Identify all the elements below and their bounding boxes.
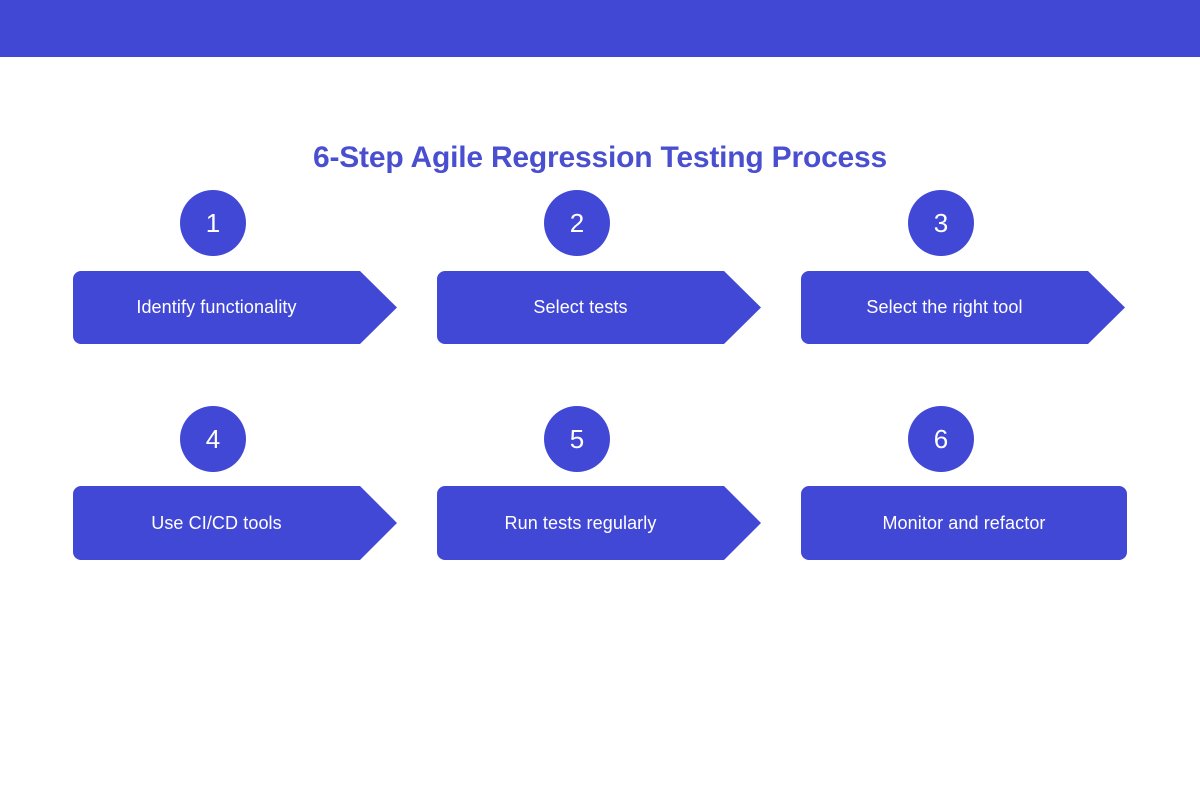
step-banner-4: Use CI/CD tools (73, 486, 397, 560)
arrow-banner-shape-5 (437, 486, 761, 560)
step-banner-5: Run tests regularly (437, 486, 761, 560)
step-number-badge-4: 4 (180, 406, 246, 472)
step-number-badge-6: 6 (908, 406, 974, 472)
process-step-grid: 1 Identify functionality 2 Select tests … (0, 57, 1200, 800)
process-step-6: 6 Monitor and refactor (801, 406, 1166, 606)
top-accent-bar (0, 0, 1200, 57)
process-step-3: 3 Select the right tool (801, 190, 1166, 390)
step-banner-2: Select tests (437, 271, 761, 344)
process-step-4: 4 Use CI/CD tools (73, 406, 438, 606)
rectangle-banner-shape-6 (801, 486, 1127, 560)
step-number-badge-5: 5 (544, 406, 610, 472)
arrow-banner-shape-4 (73, 486, 397, 560)
step-banner-6: Monitor and refactor (801, 486, 1127, 560)
arrow-banner-shape-2 (437, 271, 761, 344)
step-banner-3: Select the right tool (801, 271, 1125, 344)
step-number-badge-2: 2 (544, 190, 610, 256)
process-step-1: 1 Identify functionality (73, 190, 438, 390)
step-number-badge-3: 3 (908, 190, 974, 256)
arrow-banner-shape-1 (73, 271, 397, 344)
process-step-5: 5 Run tests regularly (437, 406, 802, 606)
page-title: 6-Step Agile Regression Testing Process (312, 141, 888, 174)
process-step-2: 2 Select tests (437, 190, 802, 390)
step-banner-1: Identify functionality (73, 271, 397, 344)
step-number-badge-1: 1 (180, 190, 246, 256)
infographic-canvas: 6-Step Agile Regression Testing Process … (0, 57, 1200, 800)
arrow-banner-shape-3 (801, 271, 1125, 344)
